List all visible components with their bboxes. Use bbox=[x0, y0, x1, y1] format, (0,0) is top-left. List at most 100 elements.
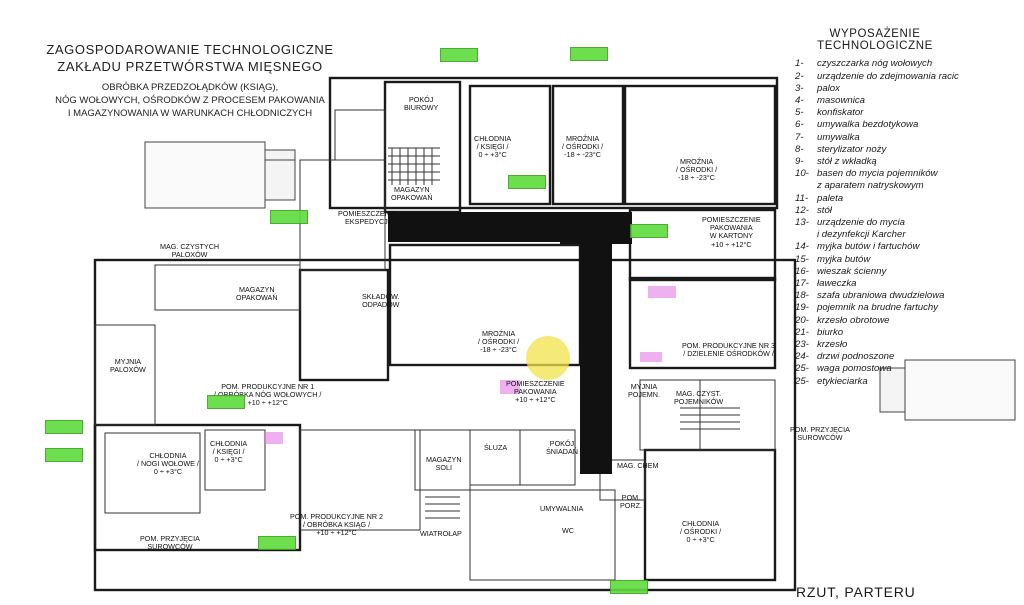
room-sluza: ŚLUZA bbox=[484, 443, 508, 452]
legend-item: 4-masownica bbox=[795, 95, 1015, 107]
legend-item-number: 17- bbox=[795, 278, 809, 290]
room-umywalnia: UMYWALNIA bbox=[540, 504, 584, 513]
legend-item-number: 7- bbox=[795, 131, 804, 143]
legend-item-text: urządzenie do mycia bbox=[817, 217, 905, 229]
room-magazyn-soli: MAGAZYN SOLI bbox=[426, 455, 462, 473]
view-label: RZUT, PARTERU bbox=[796, 584, 916, 600]
dark-corridor bbox=[388, 212, 632, 474]
legend-item: 15- myjka butów bbox=[795, 254, 1015, 266]
truck-left-icon bbox=[144, 141, 296, 209]
legend-item-text: krzesło obrotowe bbox=[817, 314, 890, 326]
room-chlodnia-nogi: CHŁODNIA / NOGI WOŁOWE / 0 ÷ +3°C bbox=[137, 451, 199, 477]
room-pakowania-kartony: POMIESZCZENIE PAKOWANIA W KARTONY +10 ÷ … bbox=[702, 215, 761, 249]
room-wiatrolap: WIATROŁAP bbox=[420, 529, 462, 538]
stairs-icon bbox=[388, 147, 740, 519]
legend-item: 16- wieszak ścienny bbox=[795, 266, 1015, 278]
pink-highlight bbox=[648, 286, 676, 298]
annotation-note bbox=[630, 224, 668, 238]
equipment-legend: WYPOSAŻENIE TECHNOLOGICZNE 1-czyszczarka… bbox=[795, 28, 1015, 388]
legend-item-text: z aparatem natryskowym bbox=[817, 180, 924, 192]
room-mag-czyst-pojemnikow: MAG. CZYST. POJEMNIKÓW bbox=[674, 389, 724, 407]
legend-item-text: i dezynfekcji Karcher bbox=[817, 229, 906, 241]
legend-item-number: 20- bbox=[795, 314, 809, 326]
legend-item-text: palox bbox=[817, 82, 840, 94]
room-produkcyjne-2: POM. PRODUKCYJNE NR 2 / OBRÓBKA KSIĄG / … bbox=[290, 512, 384, 538]
legend-item-number: 1- bbox=[795, 58, 804, 70]
legend-item-text: waga pomostowa bbox=[817, 363, 892, 375]
legend-item-number: 9- bbox=[795, 156, 804, 168]
legend-item: 8-sterylizator noży bbox=[795, 144, 1015, 156]
legend-item-number: 19- bbox=[795, 302, 809, 314]
legend-item: 12-stół bbox=[795, 205, 1015, 217]
room-myjnia-paloxow: MYJNIA PALOXÓW bbox=[110, 357, 146, 375]
legend-item-number: 6- bbox=[795, 119, 804, 131]
internal-walls bbox=[94, 109, 776, 581]
legend-item-text: wieszak ścienny bbox=[817, 265, 887, 277]
legend-item-number: 24- bbox=[795, 351, 809, 363]
legend-item-number: 8- bbox=[795, 143, 804, 155]
legend-item-text: konfiskator bbox=[817, 107, 864, 119]
legend-item-text: myjka butów i fartuchów bbox=[817, 241, 920, 253]
legend-item-text: krzesło bbox=[817, 339, 848, 351]
annotation-note bbox=[440, 48, 478, 62]
legend-item-number: 15- bbox=[795, 253, 809, 265]
room-przyjecia-surowcow-right: POM. PRZYJĘCIA SUROWCÓW bbox=[790, 425, 850, 443]
legend-item-number bbox=[795, 180, 817, 192]
room-chlodnia-ksiegi-small: CHŁODNIA / KSIĘGI / 0 ÷ +3°C bbox=[210, 439, 248, 465]
legend-item-number: 10- bbox=[795, 168, 809, 180]
legend-item-text: etykieciarka bbox=[817, 375, 868, 387]
legend-item: 20- krzesło obrotowe bbox=[795, 315, 1015, 327]
legend-item-text: biurko bbox=[817, 326, 844, 338]
room-magazyn-opakowan: MAGAZYN OPAKOWAŃ bbox=[236, 285, 278, 303]
legend-item: 14- myjka butów i fartuchów bbox=[795, 241, 1015, 253]
room-magazyn-opakowan-top: MAGAZYN OPAKOWAŃ bbox=[391, 185, 433, 203]
legend-item: 18- szafa ubraniowa dwudzielowa bbox=[795, 290, 1015, 302]
room-pomieszczenie-pakowania: POMIESZCZENIE PAKOWANIA +10 ÷ +12°C bbox=[506, 379, 565, 405]
legend-item-text: masownica bbox=[817, 95, 865, 107]
legend-item-text: ławeczka bbox=[817, 278, 857, 290]
legend-item: 10-basen do mycia pojemników bbox=[795, 168, 1015, 180]
legend-item-text: szafa ubraniowa dwudzielowa bbox=[817, 290, 945, 302]
room-mroznia-big: MROŹNIA / OŚRODKI / -18 ÷ -23°C bbox=[676, 157, 718, 183]
legend-item-number: 11- bbox=[795, 192, 809, 204]
legend-item-number: 13- bbox=[795, 217, 809, 229]
legend-item-number: 21- bbox=[795, 326, 809, 338]
legend-item-number: 12- bbox=[795, 204, 809, 216]
legend-item-number: 14- bbox=[795, 241, 809, 253]
legend-item-number: 5- bbox=[795, 107, 804, 119]
legend-item-text: myjka butów bbox=[817, 253, 871, 265]
room-pokoj-sniadan: POKÓJ ŚNIADAŃ bbox=[546, 439, 578, 457]
legend-item-text: umywalka bbox=[817, 131, 860, 143]
legend-item: 3- palox bbox=[795, 83, 1015, 95]
pink-highlight bbox=[500, 380, 520, 394]
legend-item-number bbox=[795, 229, 817, 241]
plan-subtitle-line2: NÓG WOŁOWYCH, OŚRODKÓW Z PROCESEM PAKOWA… bbox=[55, 95, 325, 106]
legend-item: i dezynfekcji Karcher bbox=[795, 229, 1015, 241]
room-pom-porz: POM. PORZ. bbox=[620, 493, 642, 511]
annotation-note bbox=[207, 395, 245, 409]
legend-item: 1-czyszczarka nóg wołowych bbox=[795, 58, 1015, 70]
legend-title: WYPOSAŻENIE bbox=[829, 28, 921, 40]
legend-item: 24-drzwi podnoszone bbox=[795, 351, 1015, 363]
legend-item-number: 3- bbox=[795, 82, 804, 94]
legend-item-number: 23- bbox=[795, 339, 809, 351]
annotation-note bbox=[45, 448, 83, 462]
room-chlodnia-ksiegi: CHŁODNIA / KSIĘGI / 0 ÷ +3°C bbox=[474, 134, 512, 160]
pink-highlight bbox=[265, 432, 283, 444]
legend-item-number: 18- bbox=[795, 290, 809, 302]
plan-subtitle: OBRÓBKA PRZEDZOŁĄDKÓW (KSIĄG), bbox=[101, 82, 279, 93]
annotation-note bbox=[570, 47, 608, 61]
room-mag-czystych-paloxow: MAG. CZYSTYCH PALOXÓW bbox=[160, 242, 220, 260]
legend-item-number: 16- bbox=[795, 265, 809, 277]
legend-item-text: umywalka bezdotykowa bbox=[817, 119, 919, 131]
plan-subtitle-line3: I MAGAZYNOWANIA W WARUNKACH CHŁODNICZYCH bbox=[67, 108, 313, 119]
annotation-note bbox=[45, 420, 83, 434]
legend-item: 2-urządzenie do zdejmowania racic bbox=[795, 71, 1015, 83]
legend-item-number: 2- bbox=[795, 70, 804, 82]
room-wc: WC bbox=[562, 526, 574, 535]
legend-title-line2: TECHNOLOGICZNE bbox=[817, 40, 933, 53]
legend-item: 25-waga pomostowa bbox=[795, 363, 1015, 375]
legend-item: 5- konfiskator bbox=[795, 107, 1015, 119]
legend-item: 17- ławeczka bbox=[795, 278, 1015, 290]
